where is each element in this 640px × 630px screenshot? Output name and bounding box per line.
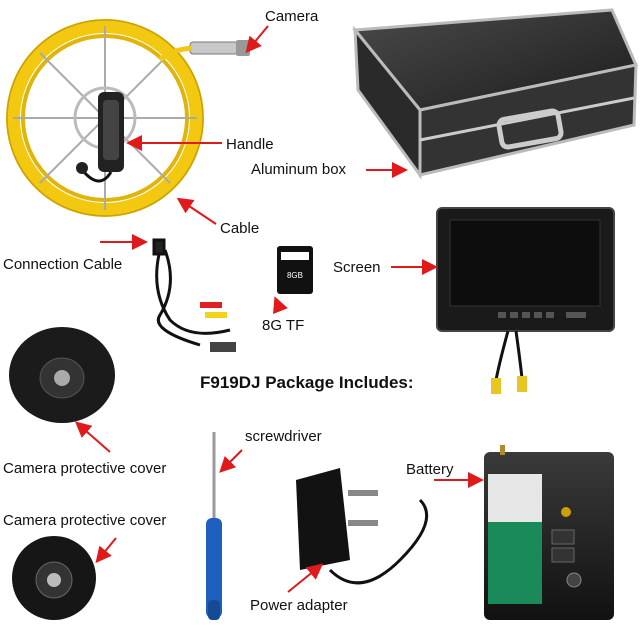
camera-head — [158, 40, 250, 62]
label-cable: Cable — [220, 220, 260, 237]
label-screen: Screen — [333, 259, 381, 276]
label-camera: Camera — [265, 8, 319, 25]
label-aluminum-box: Aluminum box — [251, 161, 347, 178]
package-title: F919DJ Package Includes: — [200, 373, 414, 392]
label-battery: Battery — [406, 461, 454, 478]
aluminum-case — [352, 8, 639, 180]
label-handle: Handle — [226, 136, 274, 153]
arrow-sd — [273, 296, 288, 315]
label-protective-cover-1: Camera protective cover — [3, 460, 167, 477]
arrow-power-adapter — [287, 563, 324, 593]
power-adapter — [296, 468, 429, 585]
arrow-cover-1 — [74, 421, 111, 453]
arrow-screwdriver — [219, 449, 243, 473]
reel-handle — [76, 92, 124, 183]
protective-cover-2 — [12, 536, 96, 620]
label-connection-cable: Connection Cable — [3, 256, 123, 273]
arrow-cover-2 — [95, 537, 117, 564]
label-power-adapter: Power adapter — [250, 597, 348, 614]
label-sd-card: 8G TF — [262, 317, 305, 334]
callout-arrows — [74, 25, 484, 593]
monitor — [436, 207, 615, 394]
connection-cable — [152, 238, 236, 352]
sd-card: 8GB — [277, 246, 313, 294]
protective-cover-1 — [9, 327, 115, 423]
arrow-cable — [176, 197, 217, 225]
screwdriver — [206, 432, 222, 620]
arrow-camera — [245, 25, 269, 54]
battery-box — [484, 445, 614, 620]
label-protective-cover-2: Camera protective cover — [3, 512, 167, 529]
sd-card-size: 8GB — [287, 271, 303, 280]
label-screwdriver: screwdriver — [245, 428, 322, 445]
